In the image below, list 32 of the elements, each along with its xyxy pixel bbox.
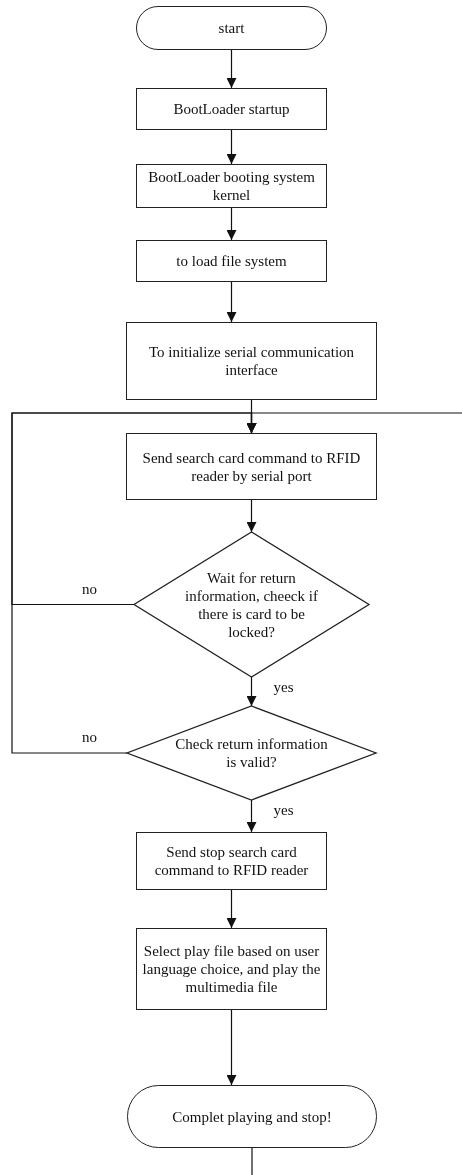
node-text: Check return information is valid? bbox=[174, 735, 329, 771]
node-text: Send stop search card command to RFID reader bbox=[153, 843, 310, 879]
process-box bbox=[136, 240, 327, 282]
node-text: Complet playing and stop! bbox=[171, 1107, 333, 1126]
arrow bbox=[226, 49, 237, 89]
arrow bbox=[226, 129, 237, 165]
arrow bbox=[246, 412, 462, 434]
arrow bbox=[226, 281, 237, 323]
process-box bbox=[126, 322, 377, 400]
process-box bbox=[136, 164, 327, 208]
arrow bbox=[246, 499, 257, 533]
arrow bbox=[226, 889, 237, 929]
process-box bbox=[136, 928, 327, 1010]
process-box bbox=[136, 88, 327, 130]
node-text: BootLoader booting system kernel bbox=[147, 168, 316, 204]
node-text: To initialize serial communication interface bbox=[147, 343, 356, 379]
arrow bbox=[226, 1009, 237, 1086]
process-box bbox=[126, 433, 377, 500]
terminator-shape bbox=[136, 6, 327, 50]
node-text: to load file system bbox=[175, 252, 288, 270]
arrow bbox=[246, 676, 257, 707]
arrow bbox=[226, 207, 237, 241]
node-text: start bbox=[217, 19, 246, 37]
node-text: Wait for return information, cheeck if there is card to be locked? bbox=[184, 568, 319, 641]
process-box bbox=[136, 832, 327, 890]
decision-diamond bbox=[134, 532, 369, 677]
node-text: Send search card command to RFID reader by serial port bbox=[141, 448, 362, 485]
node-text: BootLoader startup bbox=[172, 100, 291, 118]
connector-line bbox=[251, 1147, 253, 1175]
node-text: Select play file based on user language choice, and play the multimedia file bbox=[141, 942, 322, 996]
decision-diamond bbox=[127, 706, 376, 800]
arrow bbox=[246, 799, 257, 833]
